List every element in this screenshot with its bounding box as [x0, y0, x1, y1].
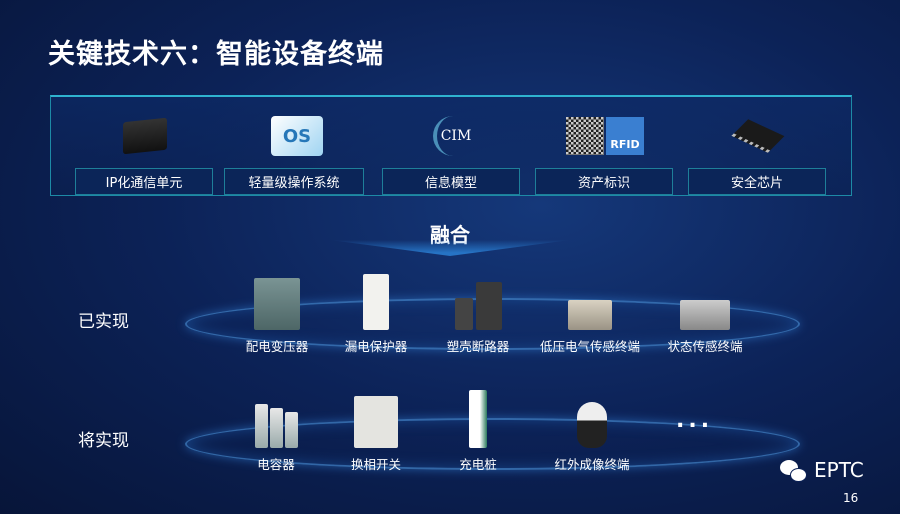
phase-switch-image [354, 396, 398, 448]
device-item: 红外成像终端 [532, 390, 652, 473]
charging-pile-image [469, 390, 487, 448]
device-item: 塑壳断路器 [418, 272, 538, 355]
device-item: 低压电气传感终端 [530, 272, 650, 355]
comm-module-icon [120, 116, 170, 156]
device-item: 换相开关 [316, 390, 436, 473]
leakage-protector-image [363, 274, 389, 330]
more-indicator: ... [676, 408, 714, 433]
capacitor-image [284, 412, 298, 448]
brand-label: EPTC [814, 458, 864, 482]
device-item: 漏电保护器 [316, 272, 436, 355]
tech-label: 资产标识 [535, 168, 673, 195]
tech-label: 信息模型 [382, 168, 520, 195]
device-item: 电容器 [216, 390, 336, 473]
tech-label: 安全芯片 [688, 168, 826, 195]
wechat-icon [780, 460, 810, 484]
infrared-camera-image [577, 402, 607, 448]
implemented-label: 已实现 [78, 312, 129, 332]
device-item: 充电桩 [418, 390, 538, 473]
os-icon: OS [270, 116, 324, 156]
planned-label: 将实现 [78, 431, 129, 451]
qr-rfid-icon: RFID [565, 116, 645, 156]
transformer-image [254, 278, 300, 330]
page-number: 16 [843, 491, 859, 505]
sensor-terminal-image [568, 300, 612, 330]
planned-ring [185, 418, 800, 470]
chip-icon [731, 116, 785, 156]
cim-icon: CIM [425, 116, 479, 156]
tech-label: IP化通信单元 [75, 168, 213, 195]
status-terminal-image [680, 300, 730, 330]
slide-title: 关键技术六：智能设备终端 [48, 39, 384, 70]
tech-label: 轻量级操作系统 [224, 168, 364, 195]
device-item: 配电变压器 [217, 272, 337, 355]
device-item: 状态传感终端 [645, 272, 765, 355]
breaker-image [475, 282, 502, 330]
fusion-arrow [330, 240, 570, 256]
